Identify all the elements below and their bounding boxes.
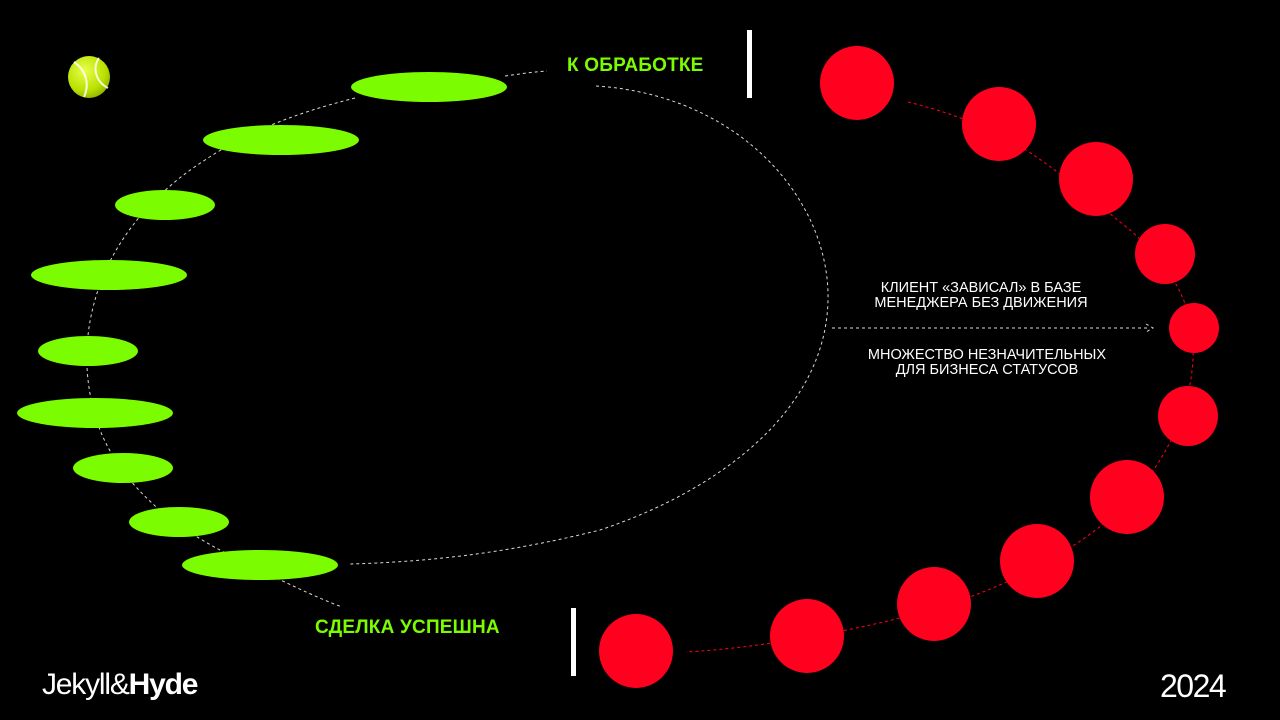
green-stage-1 bbox=[351, 72, 507, 102]
green-stage-9 bbox=[182, 550, 338, 580]
label-to-processing: К ОБРАБОТКЕ bbox=[567, 55, 704, 76]
green-stage-2 bbox=[203, 125, 359, 155]
red-stages bbox=[599, 46, 1219, 688]
divider-top bbox=[747, 30, 752, 98]
red-stage-6 bbox=[1158, 386, 1218, 446]
label-many-statuses: МНОЖЕСТВО НЕЗНАЧИТЕЛЬНЫХ ДЛЯ БИЗНЕСА СТА… bbox=[837, 348, 1137, 378]
green-stage-3 bbox=[115, 190, 215, 220]
green-stage-6 bbox=[17, 398, 173, 428]
red-stage-10 bbox=[770, 599, 844, 673]
label-many-statuses-line1: МНОЖЕСТВО НЕЗНАЧИТЕЛЬНЫХ bbox=[867, 347, 1107, 363]
brand-logo-part1: Jekyll& bbox=[42, 668, 130, 701]
label-many-statuses-line2: ДЛЯ БИЗНЕСА СТАТУСОВ bbox=[895, 362, 1079, 378]
red-stage-7 bbox=[1090, 460, 1164, 534]
green-stage-7 bbox=[73, 453, 173, 483]
connector-top bbox=[504, 70, 548, 77]
divider-bottom bbox=[571, 608, 576, 676]
green-stage-4 bbox=[31, 260, 187, 290]
label-client-stuck: КЛИЕНТ «ЗАВИСАЛ» В БАЗЕ МЕНЕДЖЕРА БЕЗ ДВ… bbox=[831, 281, 1131, 311]
green-stage-8 bbox=[129, 507, 229, 537]
red-stage-3 bbox=[1059, 142, 1133, 216]
red-stage-8 bbox=[1000, 524, 1074, 598]
brand-logo: Jekyll&Hyde bbox=[42, 668, 199, 702]
green-stages bbox=[17, 72, 507, 580]
red-stage-1 bbox=[820, 46, 894, 120]
arrow-head bbox=[1145, 323, 1155, 333]
red-stage-4 bbox=[1135, 224, 1195, 284]
red-stage-9 bbox=[897, 567, 971, 641]
year-label: 2024 bbox=[1160, 668, 1227, 704]
brand-logo-part2: Hyde bbox=[128, 668, 199, 701]
green-stage-5 bbox=[38, 336, 138, 366]
red-stage-11 bbox=[599, 614, 673, 688]
label-deal-success: СДЕЛКА УСПЕШНА bbox=[315, 617, 500, 638]
red-stage-2 bbox=[962, 87, 1036, 161]
tennis-ball-icon bbox=[68, 56, 110, 98]
label-client-stuck-line1: КЛИЕНТ «ЗАВИСАЛ» В БАЗЕ bbox=[880, 280, 1082, 296]
red-stage-5 bbox=[1169, 303, 1219, 353]
connector-big-arc bbox=[349, 85, 829, 565]
label-client-stuck-line2: МЕНЕДЖЕРА БЕЗ ДВИЖЕНИЯ bbox=[874, 295, 1088, 311]
